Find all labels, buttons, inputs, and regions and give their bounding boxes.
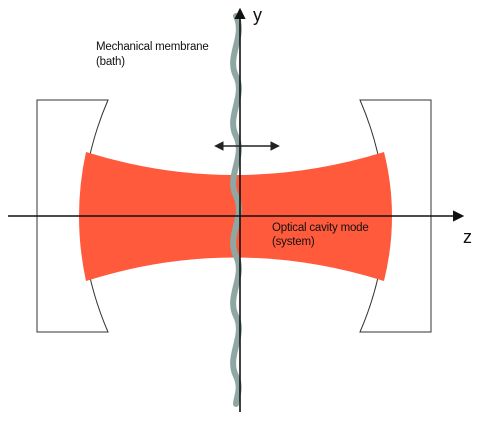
membrane-label-line2: (bath) xyxy=(96,56,125,68)
cavity-label-line1: Optical cavity mode xyxy=(272,222,369,234)
membrane-label-line1: Mechanical membrane xyxy=(96,41,209,53)
z-axis-label: z xyxy=(463,227,472,247)
y-axis-label: y xyxy=(253,5,262,25)
cavity-label-line2: (system) xyxy=(272,236,315,248)
mechanical-membrane xyxy=(230,13,242,407)
